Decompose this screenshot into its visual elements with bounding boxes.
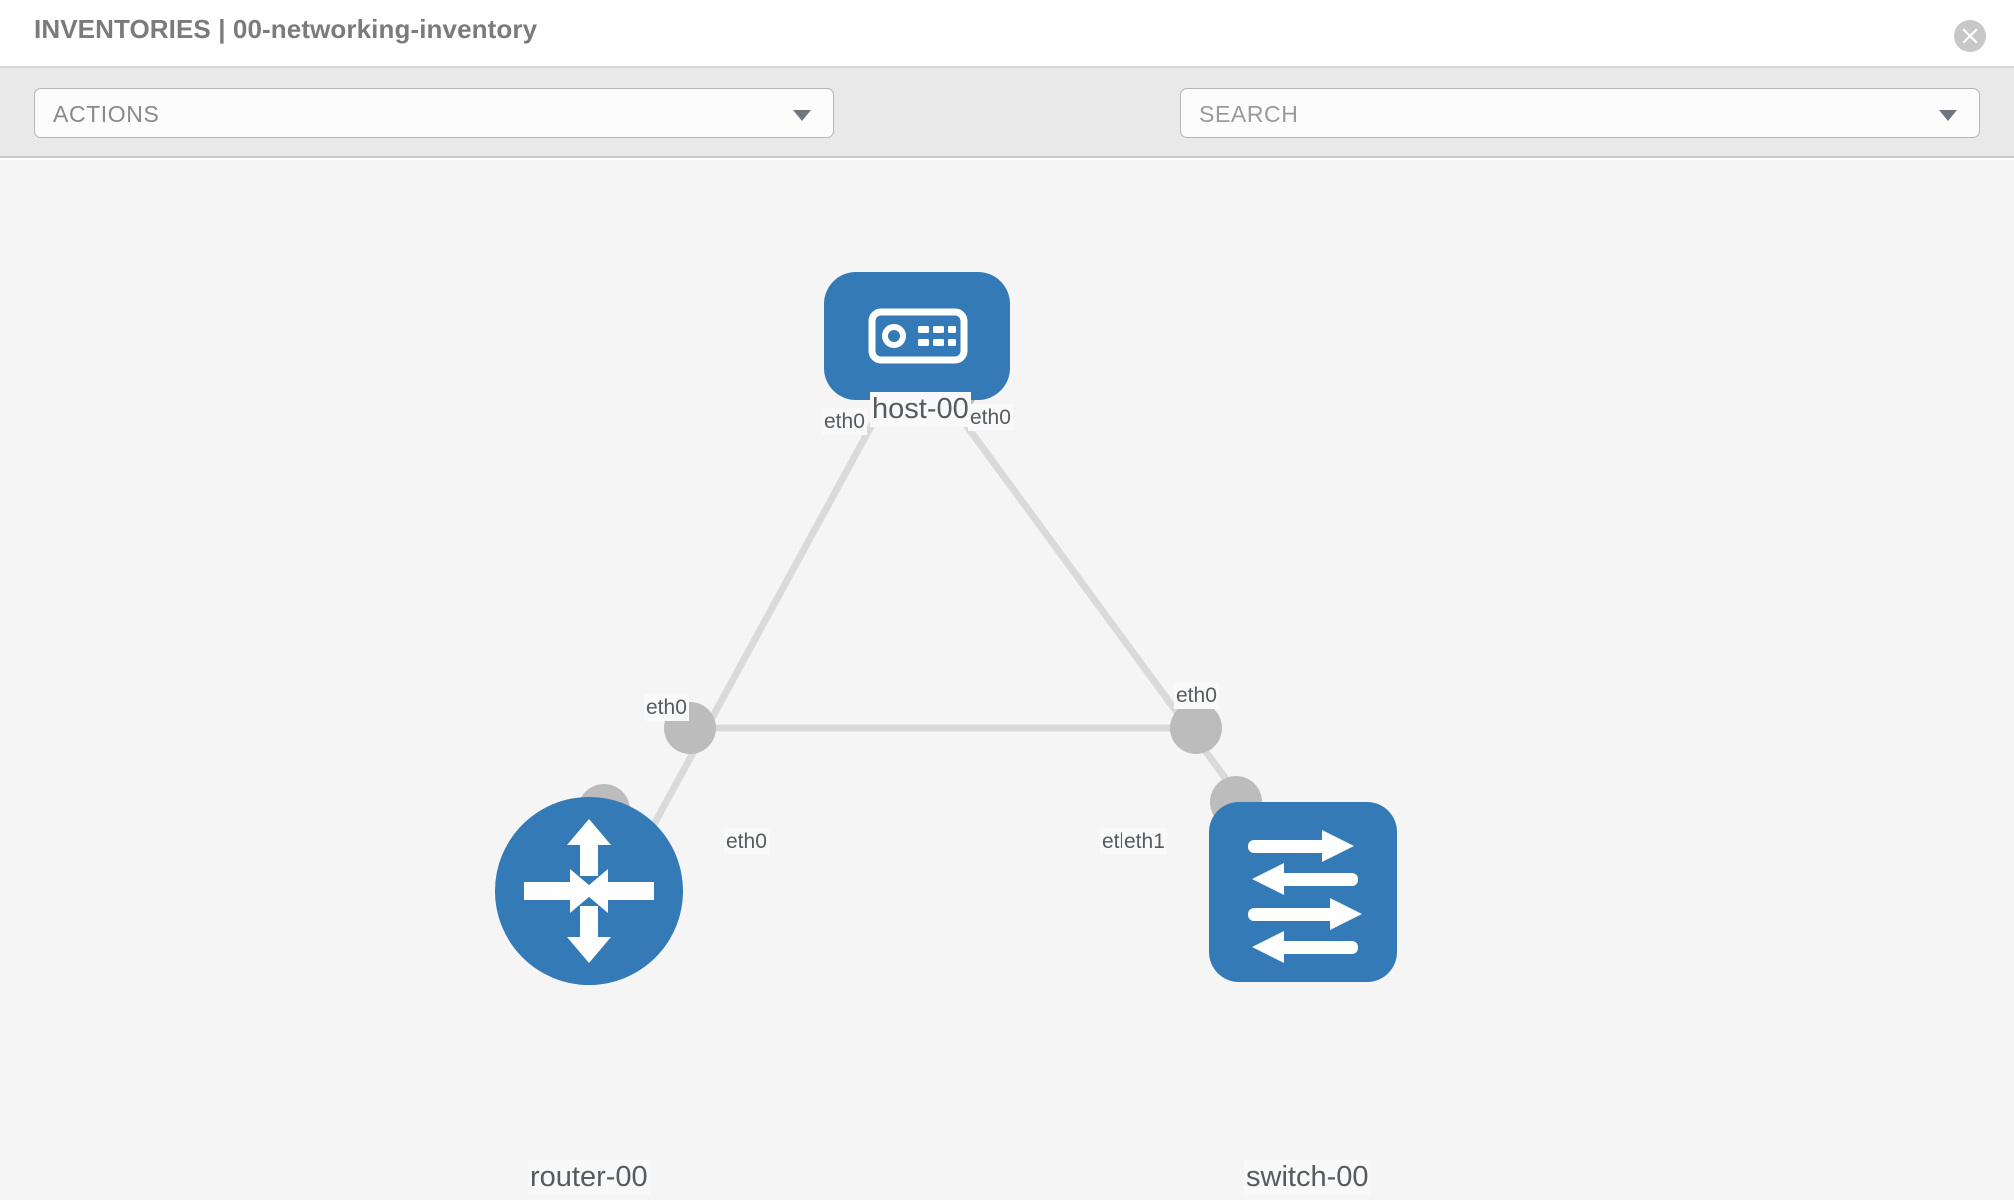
port-label-router-right: eth0 bbox=[724, 828, 769, 855]
port-label-host-right: eth0 bbox=[968, 404, 1013, 431]
topology-graph bbox=[495, 272, 1397, 985]
port-label-switch-up: eth0 bbox=[1174, 682, 1219, 709]
link-edges bbox=[636, 406, 1249, 854]
actions-dropdown-label: ACTIONS bbox=[53, 101, 160, 127]
connector-switch-left bbox=[1170, 702, 1222, 754]
page-header: INVENTORIES | 00-networking-inventory bbox=[0, 0, 2014, 68]
port-label-host-left: eth0 bbox=[822, 408, 867, 435]
chevron-down-icon[interactable] bbox=[1939, 110, 1957, 121]
search-input[interactable]: SEARCH bbox=[1180, 88, 1980, 138]
node-switch-00[interactable] bbox=[1209, 802, 1397, 982]
chevron-down-icon bbox=[793, 110, 811, 121]
topology-canvas[interactable]: host-00 eth0 eth0 router-00 eth0 eth0 sw… bbox=[0, 160, 2014, 1200]
port-label-router-up: eth0 bbox=[644, 694, 689, 721]
link-connectors bbox=[578, 362, 1262, 836]
actions-dropdown[interactable]: ACTIONS bbox=[34, 88, 834, 138]
port-label-switch-left: eth1 bbox=[1122, 828, 1167, 855]
link-host-router bbox=[636, 406, 884, 854]
node-label-router: router-00 bbox=[528, 1160, 650, 1195]
node-host-00[interactable] bbox=[824, 272, 1010, 400]
toolbar: ACTIONS SEARCH bbox=[0, 68, 2014, 198]
node-label-host: host-00 bbox=[870, 392, 971, 427]
search-placeholder: SEARCH bbox=[1199, 101, 1299, 127]
page-title: INVENTORIES | 00-networking-inventory bbox=[34, 14, 538, 44]
node-router-00[interactable] bbox=[495, 797, 683, 985]
node-label-switch: switch-00 bbox=[1244, 1160, 1371, 1195]
close-icon[interactable] bbox=[1954, 20, 1986, 52]
